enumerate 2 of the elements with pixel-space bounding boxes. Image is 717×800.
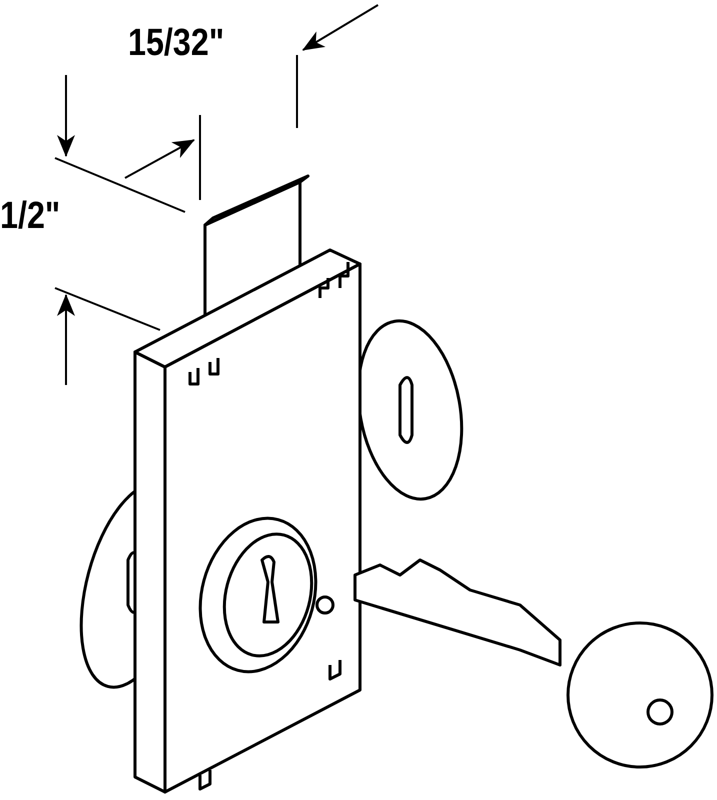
dimension-label: 15/32" bbox=[128, 22, 224, 65]
dimension-label: 1/2" bbox=[0, 195, 60, 238]
